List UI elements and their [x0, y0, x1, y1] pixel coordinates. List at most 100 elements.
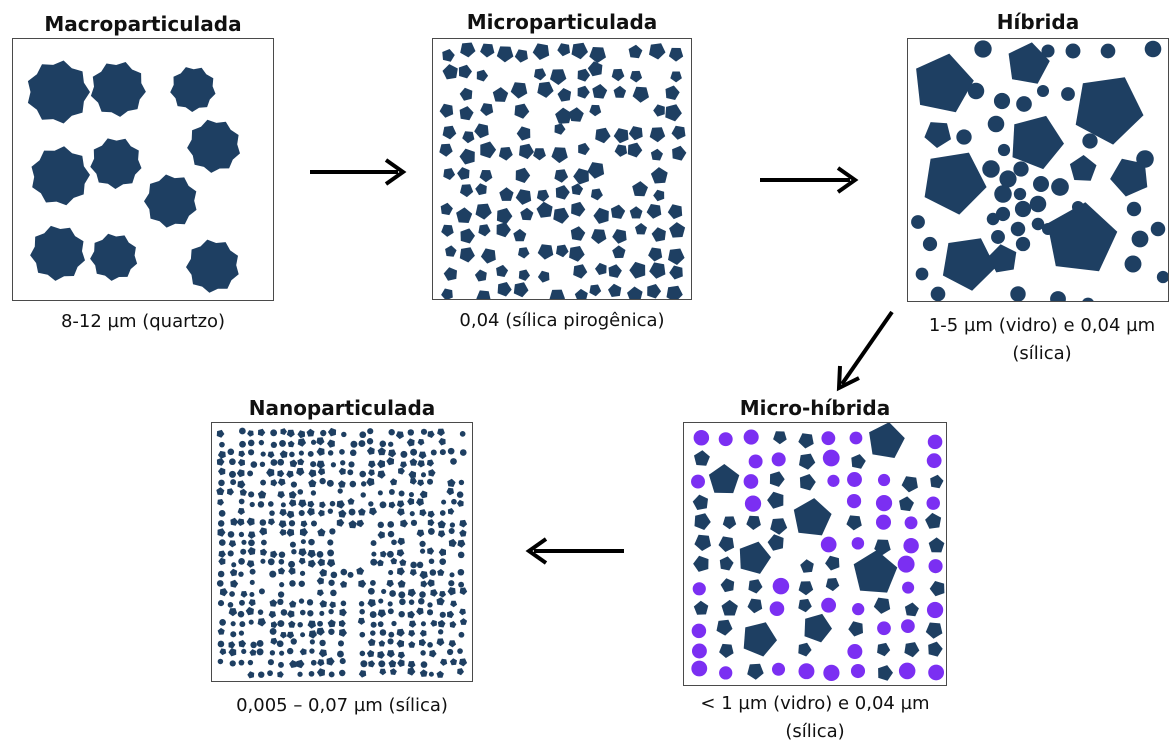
micro-particle: [492, 87, 509, 102]
nano-particle: [326, 657, 335, 666]
nano-particle: [407, 588, 416, 597]
nano-particle: [348, 461, 355, 468]
nano-particle: [420, 650, 426, 656]
nano-particle: [238, 558, 245, 565]
nano-particle: [427, 430, 435, 438]
nano-particle: [219, 648, 227, 656]
nano-particle: [309, 648, 315, 654]
nano-particle: [377, 609, 386, 618]
nano-particle: [306, 428, 315, 437]
nano-particle: [249, 649, 257, 656]
nano-particle: [328, 671, 335, 678]
micro-particle: [474, 123, 489, 139]
microhybrid-purple-particle: [850, 663, 866, 679]
micro-particle: [442, 125, 457, 140]
hybrid-medium-particle: [924, 122, 951, 148]
nano-particle: [278, 661, 284, 668]
micro-particle: [571, 201, 586, 217]
nano-particle: [410, 448, 418, 456]
nano-particle: [428, 671, 434, 677]
nano-particle: [366, 477, 375, 487]
nano-particle: [417, 439, 425, 446]
nano-particle: [370, 540, 377, 547]
nano-particle: [288, 620, 296, 628]
nano-particle: [297, 622, 303, 628]
microhybrid-small-particle: [693, 555, 709, 572]
hybrid-medium-particle: [988, 244, 1017, 273]
nano-particle: [228, 641, 236, 649]
nano-particle: [237, 610, 245, 618]
nano-particle: [237, 508, 245, 515]
micro-particle: [551, 147, 568, 164]
nano-particle: [337, 650, 344, 658]
microhybrid-purple-particle: [693, 430, 710, 446]
nano-particle: [457, 539, 466, 548]
hybrid-small-particle: [991, 230, 1005, 244]
nano-particle: [238, 659, 245, 666]
nano-particle: [296, 659, 305, 669]
micro-particle: [496, 264, 509, 277]
nano-particle: [367, 587, 375, 595]
nano-particle: [387, 601, 393, 607]
micro-particle: [514, 49, 528, 63]
micro-particle: [608, 283, 622, 297]
hybrid-medium-particle: [1110, 158, 1148, 197]
hybrid-small-particle: [974, 40, 992, 58]
nano-particle: [379, 629, 387, 636]
nano-particle: [248, 491, 255, 498]
microhybrid-purple-particle: [744, 495, 762, 512]
nano-particle: [239, 621, 246, 628]
micro-particle: [669, 265, 683, 280]
microhybrid-small-particle: [748, 579, 763, 594]
nano-particle: [408, 599, 415, 605]
nano-particle: [426, 609, 434, 616]
micro-particle: [510, 82, 528, 99]
hybrid-small-particle: [1014, 200, 1032, 218]
micro-particle: [667, 204, 683, 220]
microhybrid-purple-particle: [821, 597, 837, 613]
hybrid-small-particle: [1029, 195, 1047, 213]
nano-particle: [259, 461, 266, 468]
hybrid-small-particle: [1041, 44, 1055, 58]
nano-particle: [319, 610, 325, 616]
nano-particle: [370, 621, 377, 628]
micro-particle: [460, 228, 475, 244]
microhybrid-small-particle: [769, 471, 785, 487]
microhybrid-small-particle: [720, 578, 735, 593]
macro-panel: [12, 38, 274, 301]
nano-particle: [397, 579, 406, 588]
nano-particle: [218, 539, 226, 546]
micro-particle: [476, 290, 491, 299]
nano-particle: [298, 557, 306, 565]
nano-particle: [238, 531, 245, 538]
microhybrid-large-particle: [739, 541, 771, 574]
nano-particle: [316, 668, 325, 677]
nano-particle: [256, 640, 264, 647]
micro-particle: [589, 104, 602, 117]
nano-particle: [256, 648, 264, 656]
micro-particle: [474, 269, 487, 282]
nano-particle: [390, 557, 398, 565]
hybrid-large-particle: [1075, 77, 1144, 145]
nano-particle: [427, 527, 435, 535]
nano-particle: [360, 481, 367, 487]
nano-particle: [229, 568, 238, 577]
micro-particle: [496, 222, 511, 238]
nano-particle: [370, 558, 378, 566]
micro-particle: [665, 85, 680, 100]
nano-particle: [238, 639, 247, 648]
nano-particle: [457, 648, 463, 654]
nano-particle: [327, 539, 334, 546]
nano-particle: [338, 480, 346, 488]
micro-particle: [480, 103, 494, 116]
nano-particle: [260, 558, 266, 564]
nano-particle: [248, 539, 255, 547]
nano-particle: [416, 498, 424, 507]
microhybrid-purple-particle: [820, 536, 837, 553]
nano-particle: [377, 459, 386, 469]
nano-particle: [307, 620, 316, 629]
nano-particle: [230, 479, 237, 486]
microhybrid-small-particle: [930, 474, 944, 489]
nano-particle: [398, 490, 405, 497]
nano-particle: [230, 621, 236, 627]
